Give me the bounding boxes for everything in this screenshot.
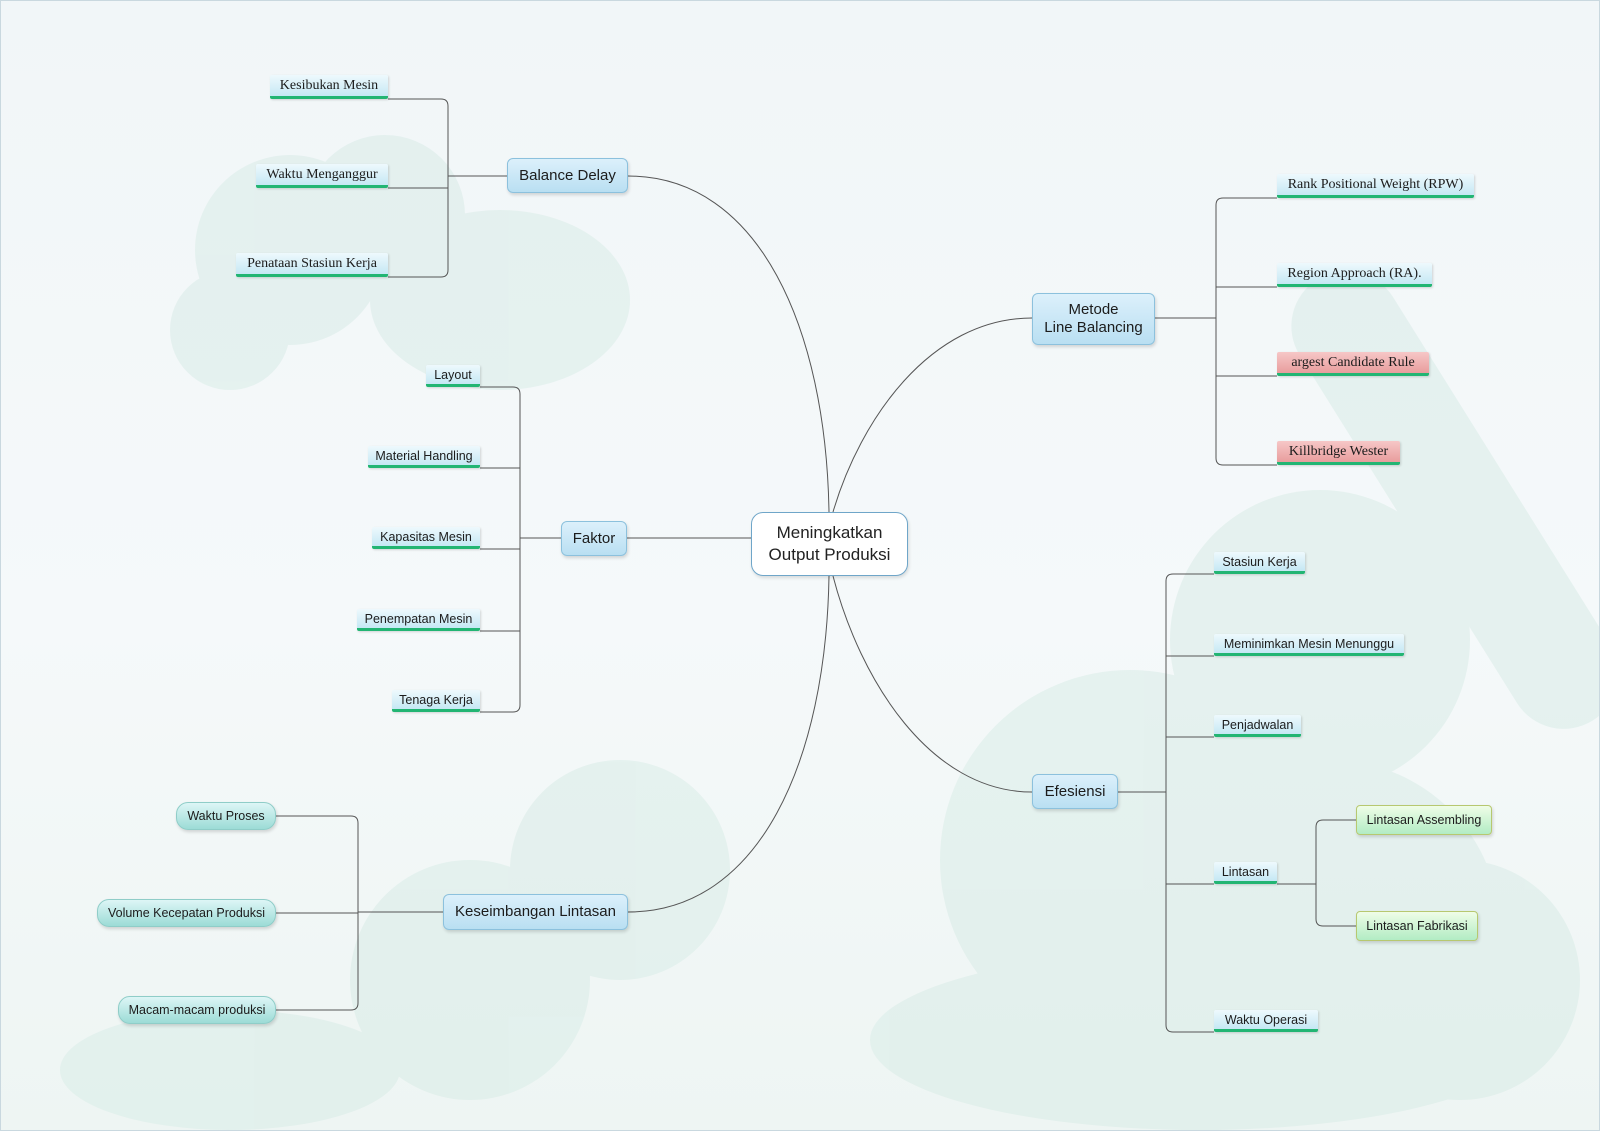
link-center-efesiensi <box>832 575 1033 793</box>
subtopic-lintasan[interactable]: Lintasan <box>1214 862 1277 884</box>
link-center-balance-delay <box>627 175 830 513</box>
subtopic-waktu-menganggur[interactable]: Waktu Menganggur <box>256 164 388 188</box>
subtopic-waktu-operasi[interactable]: Waktu Operasi <box>1214 1010 1318 1032</box>
subtopic-macam-macam-produksi[interactable]: Macam-macam produksi <box>118 996 276 1024</box>
subtopic-material-handling[interactable]: Material Handling <box>368 446 480 468</box>
subtopic-stasiun-kerja[interactable]: Stasiun Kerja <box>1214 552 1305 574</box>
subtopic-volume-kecepatan-produksi[interactable]: Volume Kecepatan Produksi <box>97 899 276 927</box>
topic-efesiensi[interactable]: Efesiensi <box>1032 774 1118 809</box>
subtopic-lintasan-fabrikasi[interactable]: Lintasan Fabrikasi <box>1356 911 1478 941</box>
subtopic-penjadwalan[interactable]: Penjadwalan <box>1214 715 1301 737</box>
subtopic-meminimkan-mesin-menunggu[interactable]: Meminimkan Mesin Menunggu <box>1214 634 1404 656</box>
central-topic[interactable]: Meningkatkan Output Produksi <box>751 512 908 576</box>
subtopic-waktu-proses[interactable]: Waktu Proses <box>176 802 276 830</box>
subtopic-killbridge-wester[interactable]: Killbridge Wester <box>1277 441 1400 465</box>
subtopic-layout[interactable]: Layout <box>426 365 480 387</box>
topic-metode-line2: Line Balancing <box>1044 319 1143 336</box>
bracket-lintasan <box>1315 819 1356 927</box>
background-clouds <box>60 135 1600 1130</box>
subtopic-tenaga-kerja[interactable]: Tenaga Kerja <box>392 690 480 712</box>
topic-metode-line1: Metode <box>1068 301 1119 318</box>
topic-balance-delay[interactable]: Balance Delay <box>507 158 628 193</box>
topic-faktor[interactable]: Faktor <box>561 521 627 556</box>
subtopic-lintasan-assembling[interactable]: Lintasan Assembling <box>1356 805 1492 835</box>
bracket-efesiensi <box>1165 573 1214 1033</box>
bracket-metode <box>1215 197 1277 466</box>
subtopic-penempatan-mesin[interactable]: Penempatan Mesin <box>357 609 480 631</box>
subtopic-kapasitas-mesin[interactable]: Kapasitas Mesin <box>372 527 480 549</box>
subtopic-rank-positional-weight[interactable]: Rank Positional Weight (RPW) <box>1277 174 1474 198</box>
link-center-keseimbangan <box>627 575 830 913</box>
subtopic-kesibukan-mesin[interactable]: Kesibukan Mesin <box>270 75 388 99</box>
subtopic-largest-candidate-rule[interactable]: argest Candidate Rule <box>1277 352 1429 376</box>
link-center-metode <box>832 317 1033 513</box>
subtopic-penataan-stasiun-kerja[interactable]: Penataan Stasiun Kerja <box>236 253 388 277</box>
central-topic-line1: Meningkatkan <box>776 523 883 542</box>
topic-metode-line-balancing[interactable]: Metode Line Balancing <box>1032 293 1155 345</box>
subtopic-region-approach[interactable]: Region Approach (RA). <box>1277 263 1432 287</box>
central-topic-line2: Output Produksi <box>768 545 891 564</box>
topic-keseimbangan-lintasan[interactable]: Keseimbangan Lintasan <box>443 894 628 930</box>
connector-lines <box>276 98 1356 1033</box>
